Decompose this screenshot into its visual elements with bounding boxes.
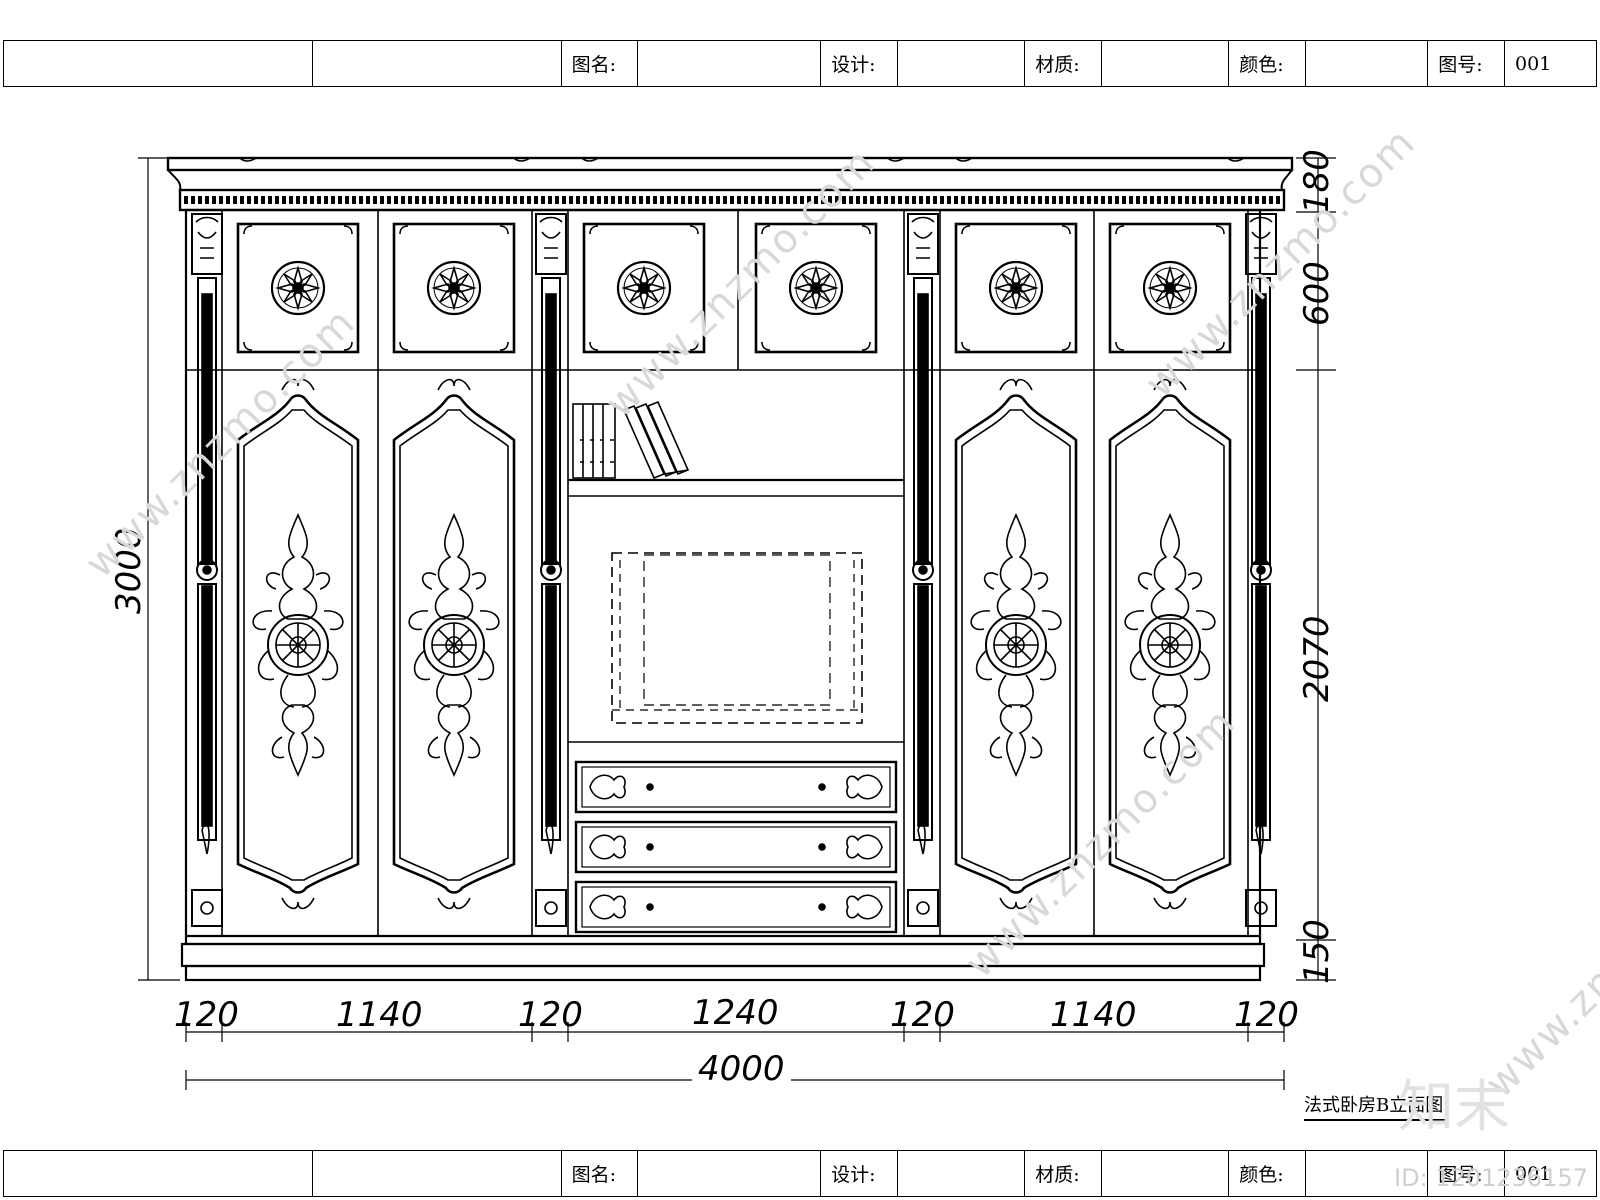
bottom-material-value: [1100, 1150, 1230, 1197]
bottom-blank-cell-2: [312, 1150, 562, 1197]
drawing-number-value: 001: [1503, 40, 1598, 87]
dim-total-width: 4000: [692, 1052, 791, 1086]
watermark-logo: 知末: [1398, 1075, 1510, 1140]
bottom-color-value: [1304, 1150, 1429, 1197]
title-blank-cell-1: [2, 40, 314, 87]
drawing-name-label: 图名:: [560, 40, 639, 87]
design-value: [896, 40, 1026, 87]
title-block-top: 图名: 设计: 材质: 颜色: 图号: 001: [2, 40, 1598, 87]
color-label: 颜色:: [1228, 40, 1306, 87]
dim-width-6: 1140: [1050, 995, 1137, 1035]
bottom-design-label: 设计:: [820, 1150, 898, 1197]
dim-width-3: 120: [518, 995, 583, 1035]
dim-width-2: 1140: [336, 995, 423, 1035]
design-label: 设计:: [820, 40, 898, 87]
bottom-design-value: [896, 1150, 1026, 1197]
dim-height-plinth: 150: [1297, 919, 1337, 984]
watermark-id: ID: 1201236157: [1394, 1164, 1588, 1192]
color-value: [1304, 40, 1429, 87]
drawing-caption: 法式卧房B立面图: [1304, 1091, 1448, 1121]
bottom-drawing-name-value: [637, 1150, 822, 1197]
dim-width-1: 120: [174, 995, 239, 1035]
material-label: 材质:: [1024, 40, 1102, 87]
bottom-drawing-name-label: 图名:: [560, 1150, 639, 1197]
dim-width-7: 120: [1234, 995, 1299, 1035]
bottom-drawing-number-value: 001: [1503, 1150, 1598, 1197]
bottom-drawing-number-label: 图号:: [1427, 1150, 1505, 1197]
dim-width-5: 120: [890, 995, 955, 1035]
drawing-name-value: [637, 40, 822, 87]
bottom-material-label: 材质:: [1024, 1150, 1102, 1197]
dim-width-4: 1240: [692, 993, 779, 1033]
bottom-blank-cell-1: [2, 1150, 314, 1197]
bottom-color-label: 颜色:: [1228, 1150, 1306, 1197]
title-block-bottom: 图名: 设计: 材质: 颜色: 图号: 001: [2, 1150, 1598, 1197]
material-value: [1100, 40, 1230, 87]
dim-height-main: 2070: [1297, 615, 1337, 702]
title-blank-cell-2: [312, 40, 562, 87]
